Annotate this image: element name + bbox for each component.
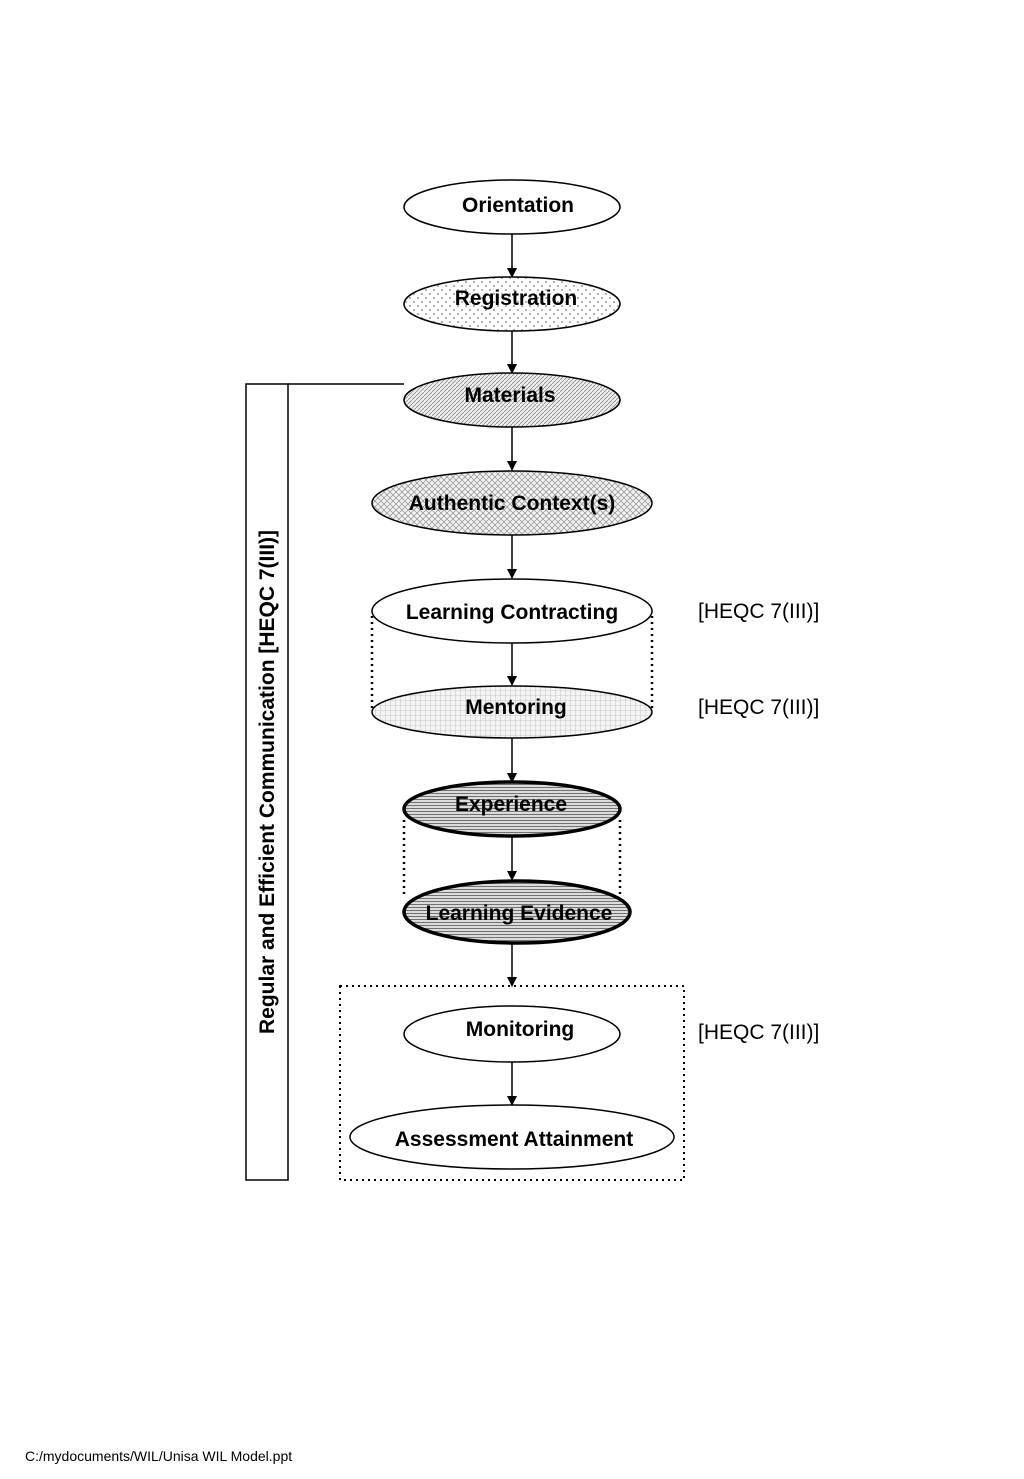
node-assessment-attainment-label: Assessment Attainment xyxy=(395,1128,633,1151)
node-registration: Registration xyxy=(403,276,621,332)
node-orientation-label: Orientation xyxy=(462,194,574,217)
note-learning-contracting: [HEQC 7(III)] xyxy=(698,600,819,623)
footer-file-path: C:/mydocuments/WIL/Unisa WIL Model.ppt xyxy=(25,1448,292,1464)
node-learning-evidence: Learning Evidence xyxy=(402,879,632,945)
node-experience: Experience xyxy=(402,780,622,838)
node-registration-label: Registration xyxy=(455,287,578,310)
node-mentoring-label: Mentoring xyxy=(465,696,566,719)
node-learning-contracting: Learning Contracting xyxy=(371,578,653,644)
note-mentoring: [HEQC 7(III)] xyxy=(698,696,819,719)
node-experience-label: Experience xyxy=(455,793,567,816)
communication-bar-label: Regular and Efficient Communication [HEQ… xyxy=(256,530,279,1034)
note-monitoring: [HEQC 7(III)] xyxy=(698,1021,819,1044)
node-monitoring: Monitoring xyxy=(403,1005,621,1063)
communication-bar: Regular and Efficient Communication [HEQ… xyxy=(245,383,404,1181)
assessment-group-box xyxy=(339,985,685,1181)
node-mentoring: Mentoring xyxy=(371,685,653,739)
node-assessment-attainment: Assessment Attainment xyxy=(349,1104,675,1170)
node-learning-evidence-label: Learning Evidence xyxy=(426,902,613,925)
node-authentic-context-label: Authentic Context(s) xyxy=(409,492,616,515)
node-learning-contracting-label: Learning Contracting xyxy=(406,601,618,624)
node-orientation: Orientation xyxy=(403,179,621,235)
experience-evidence-connector xyxy=(402,820,622,895)
node-materials: Materials xyxy=(403,372,621,428)
node-authentic-context: Authentic Context(s) xyxy=(371,470,653,536)
node-monitoring-label: Monitoring xyxy=(466,1018,574,1041)
node-materials-label: Materials xyxy=(464,384,555,407)
